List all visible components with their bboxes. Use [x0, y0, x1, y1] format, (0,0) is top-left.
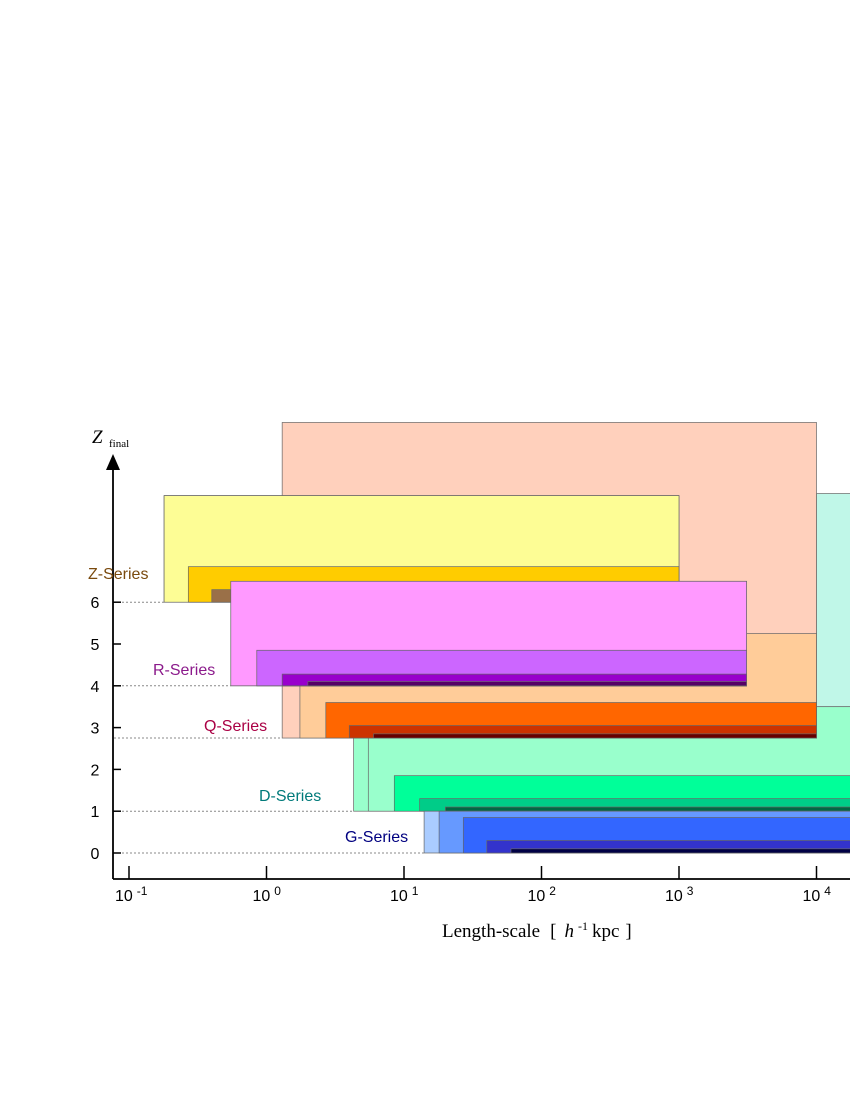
y-tick-label-4: 4	[91, 679, 100, 696]
y-axis-label-subscript: final	[109, 438, 129, 450]
y-axis-arrow-icon	[106, 454, 120, 470]
y-tick-label-0: 0	[91, 846, 100, 863]
series-label-r-series: R-Series	[153, 662, 215, 679]
g-series-box-4	[510, 848, 850, 854]
chart-bars	[163, 422, 850, 854]
series-label-q-series: Q-Series	[204, 718, 267, 735]
d-series-box-4	[445, 806, 850, 812]
series-label-g-series: G-Series	[345, 829, 408, 846]
q-series-box-4	[373, 733, 817, 739]
y-tick-label-6: 6	[91, 595, 100, 612]
y-tick-label-2: 2	[91, 762, 100, 779]
zfinal-guide-lines	[114, 601, 425, 854]
series-label-d-series: D-Series	[259, 788, 321, 805]
r-series-front-box-3	[307, 681, 747, 687]
y-tick-label-3: 3	[91, 721, 100, 738]
y-tick-label-5: 5	[91, 637, 100, 654]
y-axis-label: Z	[92, 427, 103, 448]
x-tick-label: 10-1	[115, 884, 148, 905]
y-tick-label-1: 1	[91, 804, 100, 821]
series-label-z-series: Z-Series	[88, 566, 148, 583]
